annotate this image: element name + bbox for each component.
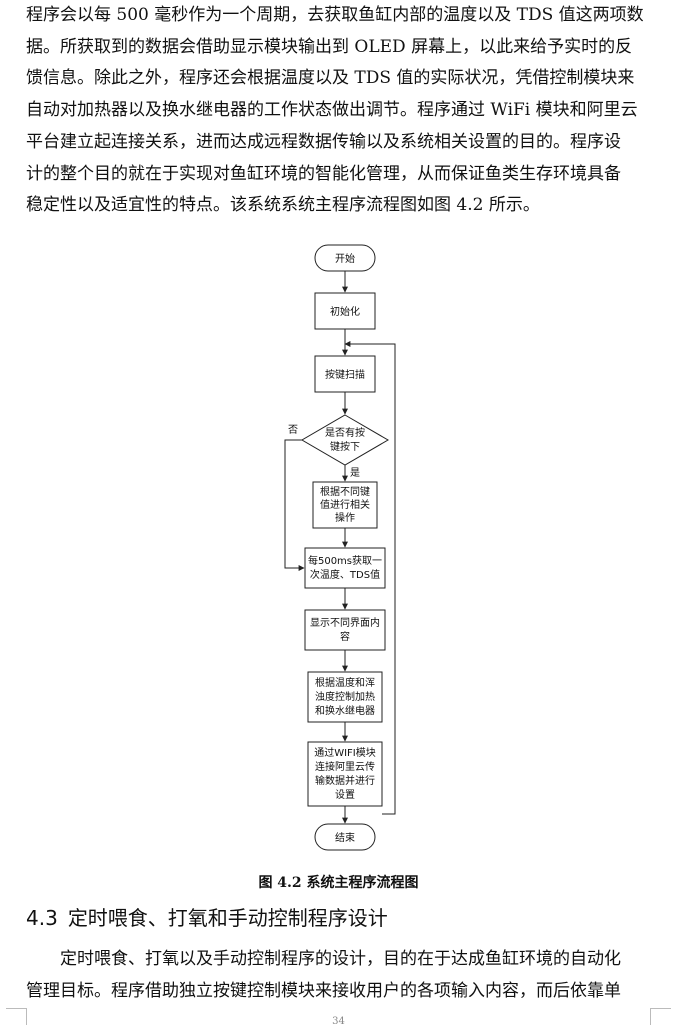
page-number: 34 <box>332 1016 345 1027</box>
flowchart-read-node: 每500ms获取一 次温度、TDS值 <box>304 547 386 589</box>
connector-loop-back <box>344 341 396 815</box>
flowchart-control-node: 根据温度和浑 浊度控制加热 和换水继电器 <box>307 671 383 723</box>
paragraph-line: 管理目标。程序借助独立按键控制模块来接收用户的各项输入内容，而后依靠单 <box>26 980 621 1001</box>
paragraph-line: 程序会以每 500 毫秒作为一个周期，去获取鱼缸内部的温度以及 TDS 值这两项… <box>26 5 644 25</box>
paragraph-line: 自动对加热器以及换水继电器的工作状态做出调节。程序通过 WiFi 模块和阿里云 <box>26 100 638 121</box>
section-heading: 4.3 定时喂食、打氧和手动控制程序设计 <box>26 904 388 932</box>
init-label: 初始化 <box>330 305 360 318</box>
body-paragraph-bottom: 定时喂食、打氧以及手动控制程序的设计，目的在于达成鱼缸环境的自动化 管理目标。程… <box>26 944 654 1007</box>
no-branch-label: 否 <box>288 424 298 436</box>
flowchart-start-node: 开始 <box>314 244 376 272</box>
start-label: 开始 <box>335 252 355 265</box>
section-number: 4.3 <box>26 906 58 930</box>
page-corner-mark-left <box>6 1008 27 1025</box>
wifi-label-line: 连接阿里云传 <box>315 760 375 773</box>
decision-label-line: 键按下 <box>330 440 360 453</box>
paragraph-line: 馈信息。除此之外，程序还会根据温度以及 TDS 值的实际状况，凭借控制模块来 <box>26 68 635 89</box>
display-label-line: 显示不同界面内 <box>310 616 380 629</box>
paragraph-line: 平台建立起连接关系，进而达成远程数据传输以及系统相关设置的目的。程序设 <box>26 131 621 152</box>
page-corner-mark-right <box>650 1008 671 1025</box>
flowchart-figure: 开始 初始化 按键扫描 是否有按 键按下 否 是 根据不同键 值进行相关 操作 <box>0 236 677 856</box>
flowchart-svg: 开始 初始化 按键扫描 是否有按 键按下 否 是 根据不同键 值进行相关 操作 <box>284 244 396 851</box>
wifi-label-line: 设置 <box>335 789 355 801</box>
decision-label-line: 是否有按 <box>325 426 365 439</box>
flowchart-init-node: 初始化 <box>314 292 376 330</box>
control-label-line: 和换水继电器 <box>315 704 375 717</box>
wifi-label-line: 通过WIFI模块 <box>314 746 376 759</box>
section-title: 定时喂食、打氧和手动控制程序设计 <box>67 906 388 930</box>
handle-label-line: 操作 <box>335 511 355 524</box>
paragraph-line: 稳定性以及适宜性的特点。该系统系统主程序流程图如图 4.2 所示。 <box>26 195 540 216</box>
flowchart-display-node: 显示不同界面内 容 <box>304 609 386 651</box>
flowchart-connectors <box>284 271 396 824</box>
read-label-line: 每500ms获取一 <box>308 554 382 567</box>
flowchart-handle-node: 根据不同键 值进行相关 操作 <box>312 481 378 529</box>
paragraph-line: 定时喂食、打氧以及手动控制程序的设计，目的在于达成鱼缸环境的自动化 <box>26 949 621 969</box>
paragraph-line: 计的整个目的就在于实现对鱼缸环境的智能化管理，从而保证鱼类生存环境具备 <box>26 163 621 184</box>
read-label-line: 次温度、TDS值 <box>310 568 380 581</box>
figure-caption: 图 4.2 系统主程序流程图 <box>258 875 419 891</box>
flowchart-scan-node: 按键扫描 <box>314 355 376 393</box>
yes-branch-label: 是 <box>350 467 360 479</box>
display-label-line: 容 <box>340 630 350 643</box>
flowchart-decision-node: 是否有按 键按下 <box>301 414 389 466</box>
flowchart-end-node: 结束 <box>314 823 376 851</box>
control-label-line: 浊度控制加热 <box>315 690 375 703</box>
wifi-label-line: 输数据并进行 <box>315 774 375 787</box>
connector-no-branch <box>284 439 305 571</box>
handle-label-line: 值进行相关 <box>320 498 370 511</box>
handle-label-line: 根据不同键 <box>320 485 370 498</box>
end-label: 结束 <box>335 831 355 844</box>
paragraph-line: 据。所获取到的数据会借助显示模块输出到 OLED 屏幕上，以此来给予实时的反 <box>26 36 633 57</box>
scan-label: 按键扫描 <box>325 368 365 381</box>
body-paragraph-top: 程序会以每 500 毫秒作为一个周期，去获取鱼缸内部的温度以及 TDS 值这两项… <box>26 0 654 222</box>
control-label-line: 根据温度和浑 <box>315 676 375 689</box>
flowchart-wifi-node: 通过WIFI模块 连接阿里云传 输数据并进行 设置 <box>307 741 383 807</box>
